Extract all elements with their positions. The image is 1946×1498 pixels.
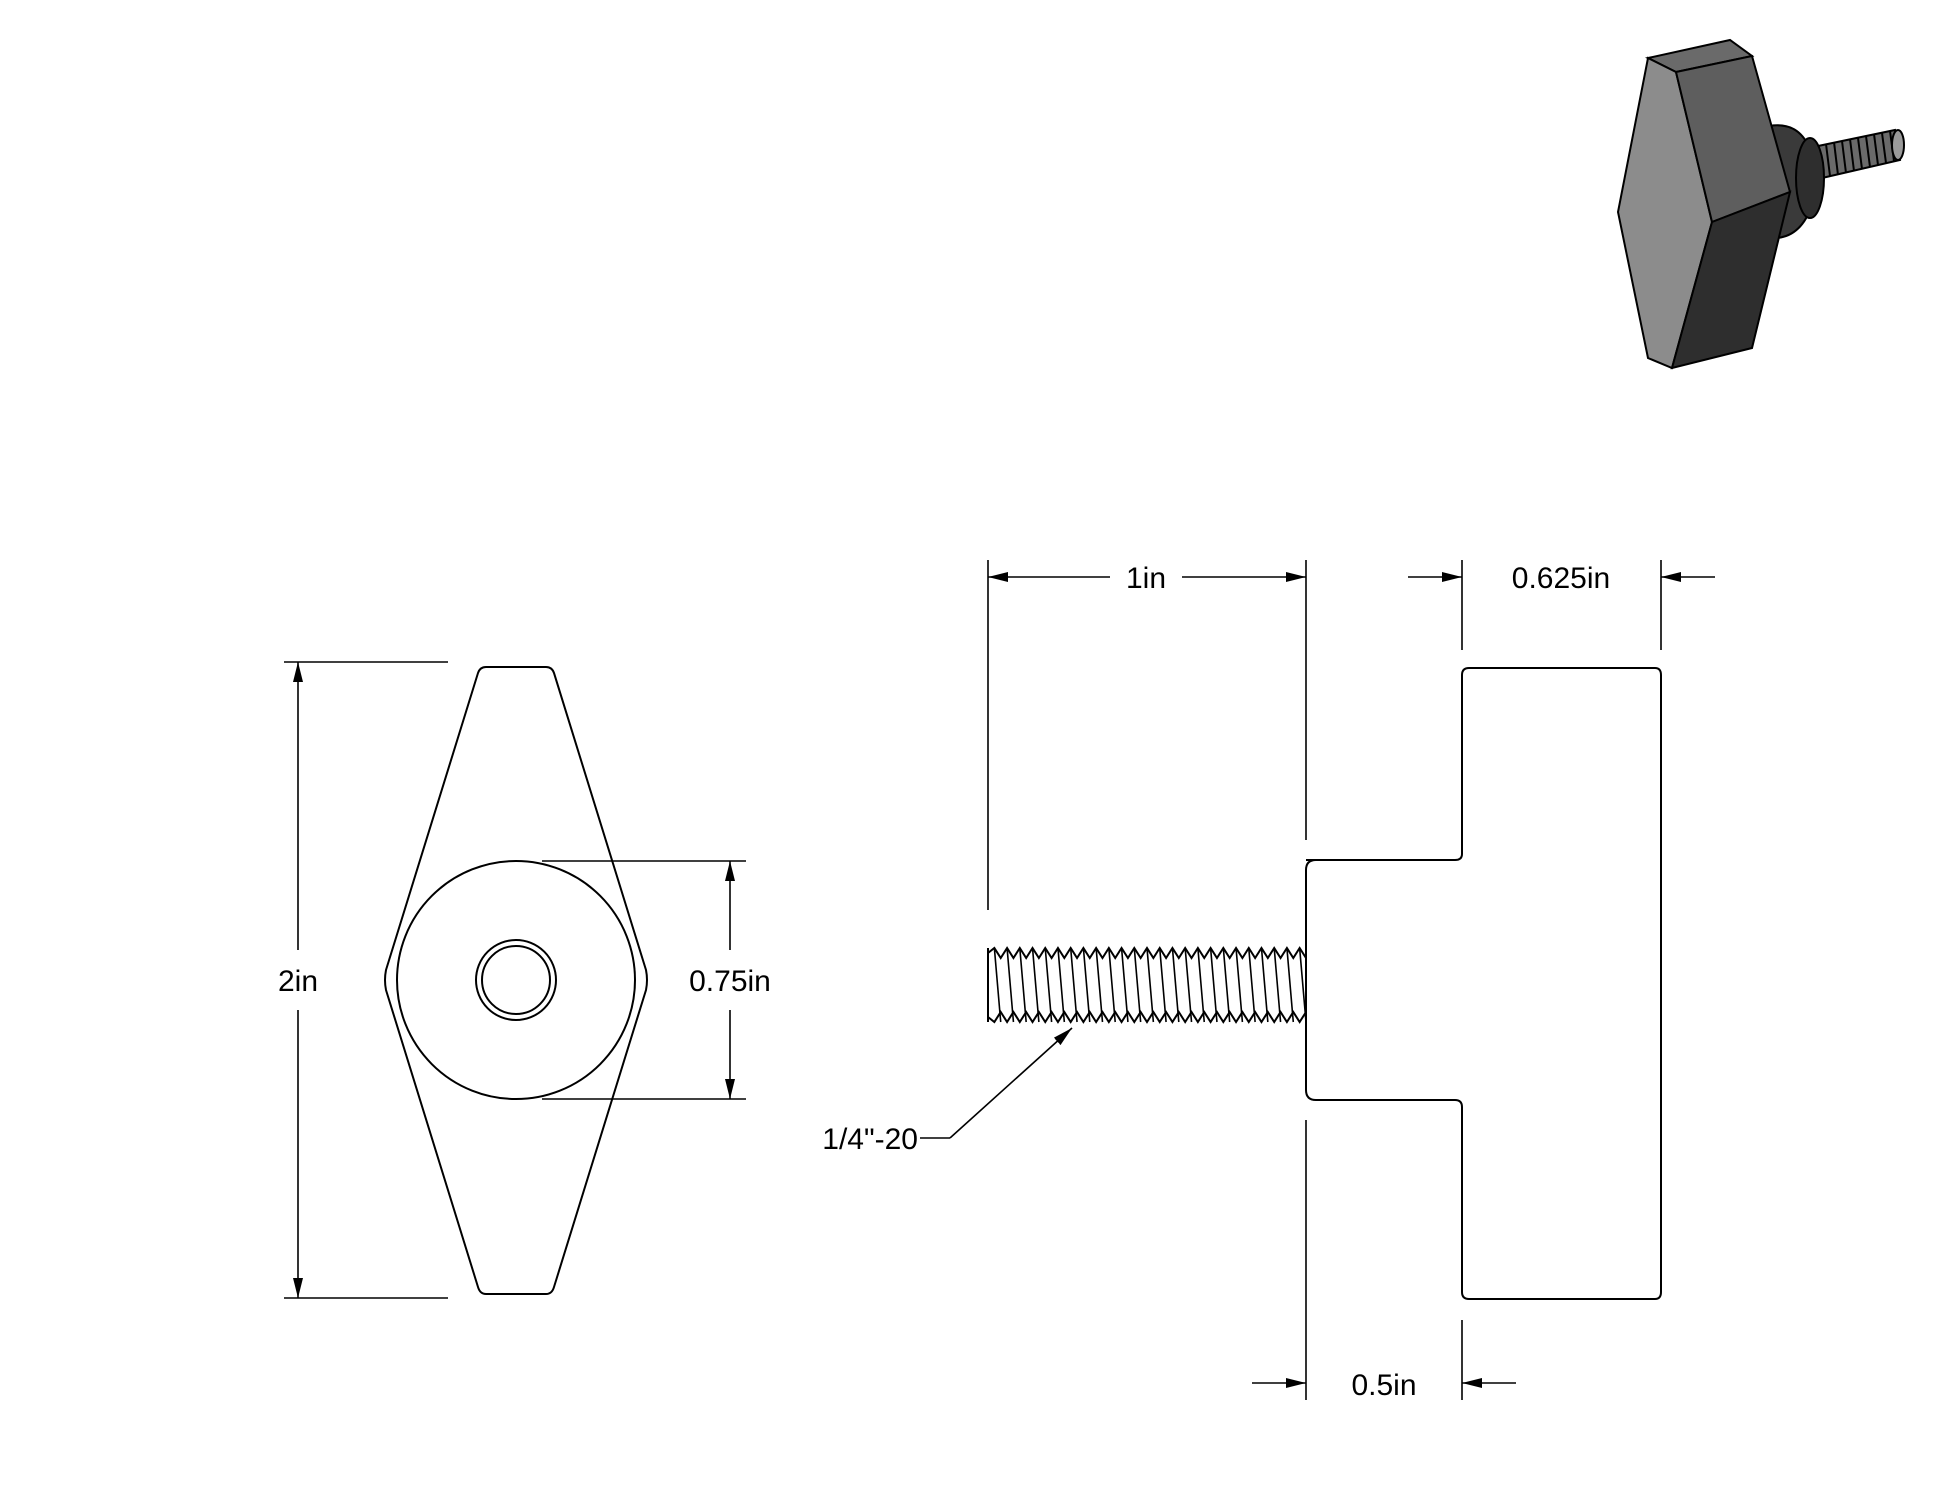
thread-crest-line — [1197, 947, 1206, 1023]
thread-crest-line — [1069, 947, 1078, 1023]
thread-crest-line — [1235, 947, 1244, 1023]
thread-callout: 1/4"-20 — [822, 1027, 1073, 1156]
thread-crest-line — [1095, 947, 1104, 1023]
thread-crest-line — [1146, 947, 1155, 1023]
iso-wing-head — [1616, 38, 1792, 370]
thread-crest-line — [1108, 947, 1116, 1023]
thread-crest-line — [1222, 947, 1231, 1023]
hub-profile — [1305, 667, 1662, 1300]
side-view: 1in 0.625in 0.5in 1/4"-20 — [822, 560, 1715, 1402]
thread-crest-line — [1044, 947, 1053, 1023]
label-hub-length: 0.5in — [1351, 1369, 1416, 1402]
thread-crest-line — [1184, 947, 1193, 1023]
dimension-head-thickness: 0.625in — [1408, 560, 1715, 650]
thread-crest-line — [1247, 947, 1256, 1023]
thread-crest-line — [1171, 947, 1180, 1023]
label-thread-length: 1in — [1126, 562, 1166, 595]
thread-crest-line — [1019, 947, 1027, 1023]
dimension-hub-length: 0.5in — [1252, 1120, 1516, 1402]
label-hub-diameter: 0.75in — [689, 965, 771, 998]
thread-crest-line — [1273, 947, 1282, 1023]
thread-crest-line — [1031, 947, 1040, 1023]
isometric-view — [1616, 38, 1905, 370]
thread-crest-line — [1057, 947, 1066, 1023]
dimension-hub-diameter: 0.75in — [542, 860, 771, 1100]
wing-outline — [384, 666, 648, 1295]
label-thread-spec: 1/4"-20 — [822, 1123, 918, 1156]
thread-crest-line — [1209, 947, 1218, 1023]
thread-crest-line — [1082, 947, 1091, 1023]
thread-crest-line — [1158, 947, 1167, 1023]
thread-crest-line — [1260, 947, 1269, 1023]
thread-crest-line — [1286, 947, 1295, 1023]
thread-crest-line — [1133, 947, 1142, 1023]
front-view: 2in 0.75in — [278, 661, 771, 1299]
threaded-shaft — [987, 946, 1307, 1024]
label-height-total: 2in — [278, 965, 318, 998]
thread-crest-line — [1298, 947, 1307, 1023]
thread-crest-line — [1120, 947, 1129, 1023]
thread-crest-line — [1006, 947, 1015, 1023]
hub-circle — [396, 860, 636, 1100]
thread-crest-line — [993, 947, 1002, 1023]
label-head-thickness: 0.625in — [1512, 562, 1610, 595]
thread-hole-inner — [481, 945, 551, 1015]
thread-hole-outer — [475, 939, 557, 1021]
dimension-thread-length: 1in — [987, 560, 1307, 910]
iso-threaded-shaft — [1816, 128, 1905, 180]
dimension-height-total: 2in — [278, 661, 448, 1299]
